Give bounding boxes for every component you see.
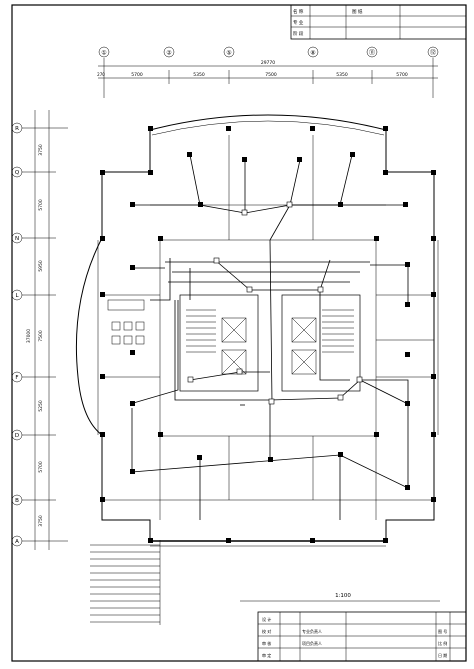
- left-end-dim: 270: [97, 72, 105, 77]
- span-4-dim: 5350: [336, 72, 348, 78]
- axis-bubble-A: A: [11, 535, 23, 547]
- axis-bubble-B: B: [11, 494, 23, 506]
- axis-bubble-L: L: [11, 289, 23, 301]
- axis-bubble-11: ⑪: [366, 46, 378, 58]
- axis-bubble-D: D: [11, 429, 23, 441]
- axis-bubble-F: F: [11, 371, 23, 383]
- title-block-top: 名 称 专 业 阶 段 图 纸: [290, 4, 467, 40]
- svg-text:N: N: [15, 236, 19, 242]
- title-row-1-label: 名 称: [293, 8, 304, 15]
- svg-text:B: B: [15, 498, 19, 504]
- span-2-dim: 5350: [193, 72, 205, 78]
- label-review: 审 核: [262, 640, 271, 646]
- axis-bubble-R: R: [11, 122, 23, 134]
- top-dimension-lines: 29770 270 5700 5350 7500 5350 5700: [97, 58, 438, 98]
- label-check: 校 对: [262, 628, 271, 634]
- axis-bubble-N: N: [11, 232, 23, 244]
- wiring-runs: [129, 154, 409, 520]
- left-axis-labels: R Q N L F D B A: [11, 122, 23, 547]
- span-B-A: 3750: [38, 515, 44, 527]
- svg-text:A: A: [15, 539, 19, 545]
- span-Q-N: 5700: [38, 199, 44, 211]
- electrical-fixtures: [130, 152, 410, 490]
- axis-bubble-2: ②: [163, 46, 175, 58]
- svg-text:Q: Q: [15, 170, 20, 176]
- total-width-dim: 29770: [261, 60, 275, 66]
- title-row-3-label: 阶 段: [293, 30, 304, 37]
- span-L-F: 7500: [38, 330, 44, 342]
- structural-columns: [100, 126, 436, 543]
- axis-bubble-8: ⑧: [307, 46, 319, 58]
- title-row-1-code: 图 纸: [352, 8, 363, 15]
- axis-bubble-5: ⑤: [223, 46, 235, 58]
- title-row-2-label: 专 业: [293, 19, 304, 26]
- scale-annotation: 1:100: [240, 593, 440, 602]
- label-date: 日 期: [438, 652, 447, 658]
- title-block-bottom: 设 计 校 对 审 核 审 定 专业负责人 项目负责人 图 号 比 例 日 期: [257, 611, 467, 662]
- svg-text:⑪: ⑪: [369, 49, 375, 57]
- span-D-B: 5700: [38, 461, 44, 473]
- label-scale: 比 例: [438, 640, 447, 646]
- svg-text:①: ①: [101, 50, 106, 57]
- span-F-D: 5250: [38, 400, 44, 412]
- span-1-dim: 5700: [131, 72, 143, 78]
- label-project-lead: 项目负责人: [302, 640, 322, 646]
- top-axis-labels: ① ② ⑤ ⑧ ⑪ ⑫: [98, 46, 439, 58]
- span-R-Q: 3750: [38, 144, 44, 156]
- svg-text:⑫: ⑫: [430, 49, 436, 57]
- junction-boxes: [187, 201, 363, 405]
- axis-bubble-Q: Q: [11, 166, 23, 178]
- label-design: 设 计: [262, 616, 271, 622]
- svg-text:F: F: [15, 375, 18, 381]
- svg-text:L: L: [15, 293, 19, 299]
- left-dimension-lines: 3750 5700 5950 7500 5250 5700 3750 37000: [22, 110, 68, 550]
- svg-text:R: R: [15, 126, 19, 132]
- svg-text:②: ②: [166, 50, 172, 57]
- drawing-border: [11, 4, 467, 662]
- label-discipline-lead: 专业负责人: [302, 628, 322, 634]
- svg-text:⑤: ⑤: [226, 50, 231, 57]
- label-drawing-no: 图 号: [438, 628, 447, 634]
- svg-text:D: D: [15, 433, 19, 439]
- span-3-dim: 7500: [265, 72, 277, 78]
- total-height-dim: 37000: [26, 329, 32, 343]
- building-outline: [75, 114, 439, 547]
- span-N-L: 5950: [38, 260, 44, 272]
- axis-bubble-12: ⑫: [427, 46, 439, 58]
- hatched-area: [90, 540, 161, 625]
- label-approve: 审 定: [262, 652, 271, 658]
- svg-text:⑧: ⑧: [310, 50, 315, 57]
- axis-bubble-1: ①: [98, 46, 110, 58]
- span-5-dim: 5700: [396, 72, 408, 78]
- scale-label: 1:100: [335, 593, 351, 599]
